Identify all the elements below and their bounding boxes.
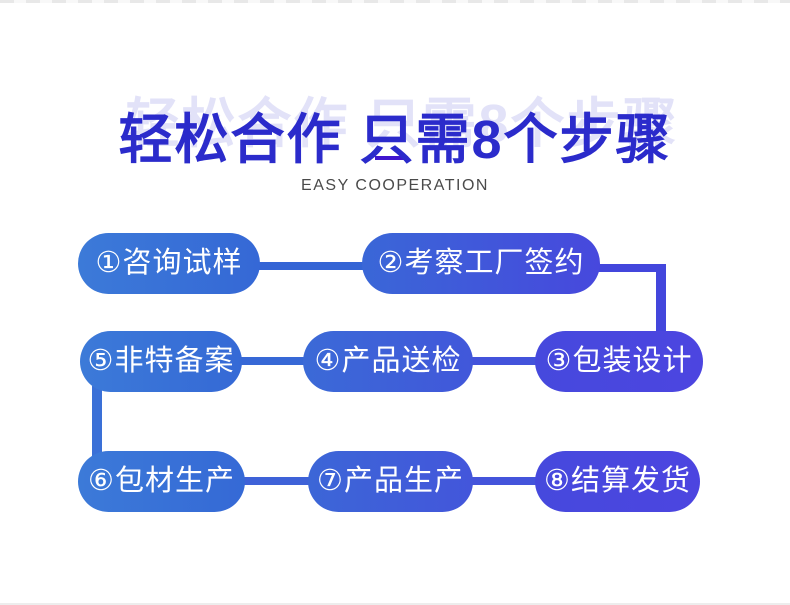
connector-step7-step8 <box>465 477 543 485</box>
bottom-edge-artifact <box>0 603 790 605</box>
connector-step4-step3 <box>465 357 543 365</box>
title-underline-dash <box>375 156 408 160</box>
connector-step1-step2 <box>252 262 368 270</box>
page-subtitle: EASY COOPERATION <box>301 177 489 194</box>
step-pill-2-inspect-factory-sign: ②考察工厂签约 <box>362 233 600 294</box>
step-pill-3-packaging-design: ③包装设计 <box>535 331 703 392</box>
top-edge-artifact <box>0 0 790 3</box>
step-pill-4-product-testing: ④产品送检 <box>303 331 473 392</box>
step-label: ⑧结算发货 <box>544 465 691 497</box>
step-label: ⑤非特备案 <box>87 345 235 377</box>
step-label: ②考察工厂签约 <box>377 247 585 279</box>
page-title: 轻松合作 只需8个步骤 <box>118 110 672 171</box>
connector-step5-step4 <box>235 357 311 365</box>
step-pill-7-product-production: ⑦产品生产 <box>308 451 473 512</box>
connector-step2-step3-vertical <box>656 264 666 336</box>
step-label: ①咨询试样 <box>95 247 243 279</box>
step-pill-6-packaging-material-production: ⑥包材生产 <box>78 451 245 512</box>
connector-step5-step6-vertical <box>92 386 102 456</box>
step-label: ③包装设计 <box>545 345 693 377</box>
step-label: ⑥包材生产 <box>88 465 235 497</box>
step-label: ⑦产品生产 <box>317 465 464 497</box>
connector-step6-step7 <box>238 477 316 485</box>
step-pill-1-consult-sample: ①咨询试样 <box>78 233 260 294</box>
step-pill-8-settlement-shipping: ⑧结算发货 <box>535 451 700 512</box>
connector-step2-step3-horizontal <box>592 264 666 272</box>
step-label: ④产品送检 <box>314 345 462 377</box>
step-pill-5-non-special-filing: ⑤非特备案 <box>80 331 242 392</box>
page-title-ghost: 轻松合作 只需8个步骤 <box>125 94 679 154</box>
